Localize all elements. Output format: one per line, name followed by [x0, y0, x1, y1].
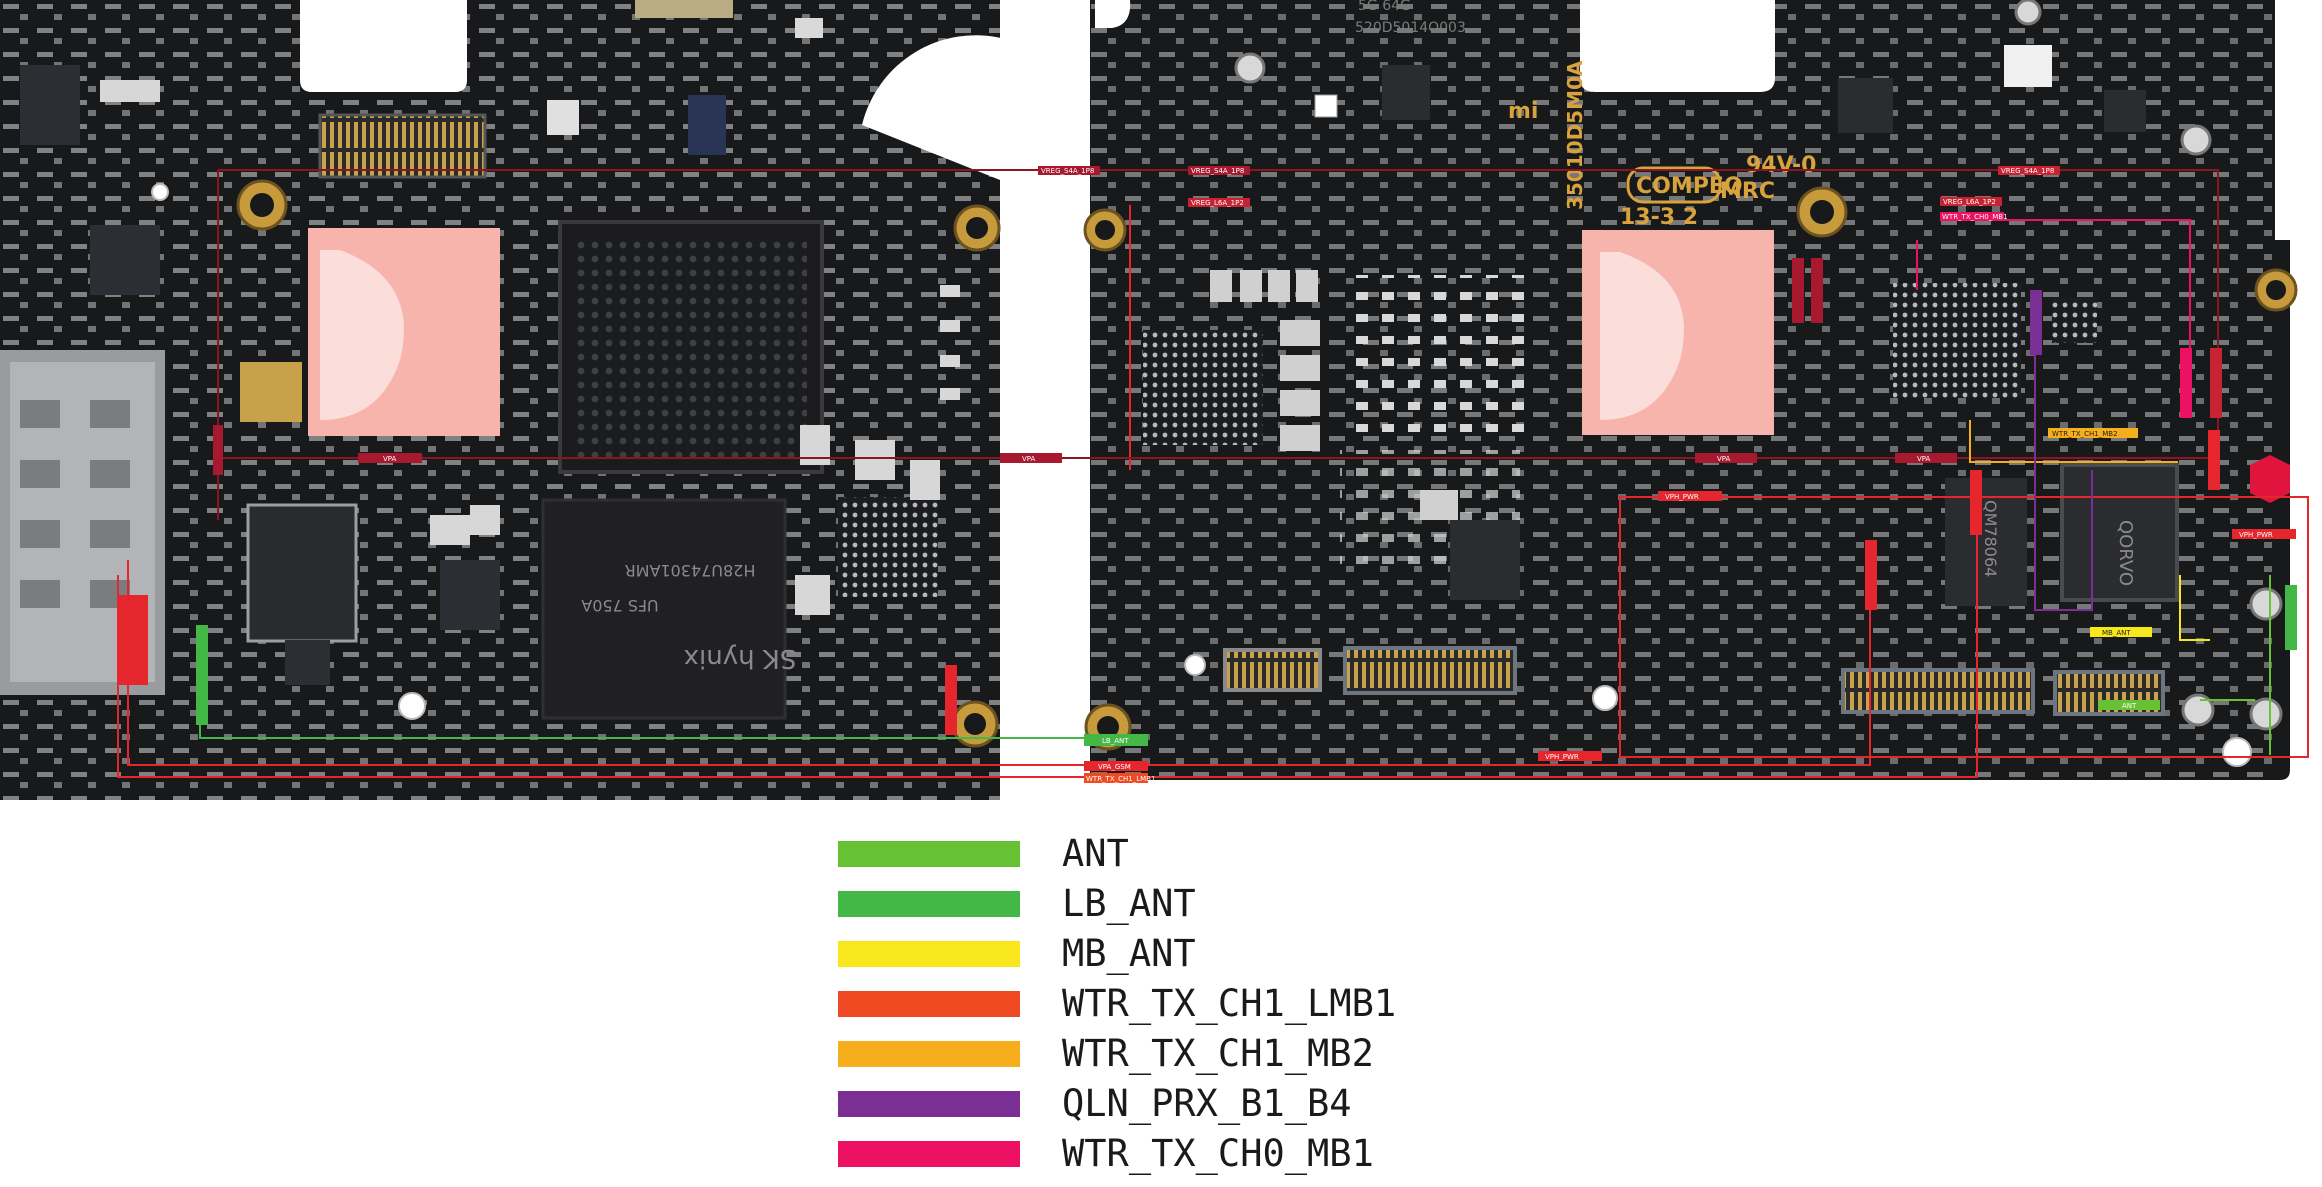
pa-chip-right: [2060, 463, 2179, 602]
trace-ant: [2200, 575, 2271, 755]
net-label-vpa-gsm: VPA_GSM: [1098, 763, 1131, 771]
legend-label-lb-ant: LB_ANT: [1062, 882, 1196, 925]
transceiver-chip: [246, 503, 358, 643]
legend-item-wtr-tx-ch1-mb2: WTR_TX_CH1_MB2: [838, 1032, 1638, 1075]
memory-chip: [541, 498, 787, 720]
trace-wtr-tx-ch1-mb2: [1969, 420, 2178, 463]
legend-label-qln-prx-b1-b4: QLN_PRX_B1_B4: [1062, 1082, 1352, 1125]
silk-mi: mi: [1508, 99, 1538, 124]
legend-item-wtr-tx-ch1-lmb1: WTR_TX_CH1_LMB1: [838, 982, 1638, 1025]
net-label-ant: ANT: [2122, 702, 2137, 710]
net-label-vph-pwr-c: VPH_PWR: [1545, 753, 1579, 761]
net-label-vreg-l6a-1p2: VREG_L6A_1P2: [1191, 199, 1244, 207]
silk-rom: 5G 64G: [1358, 0, 1411, 14]
connector-center-left: [1223, 648, 1322, 692]
legend-swatch-ant: [838, 841, 1020, 867]
net-label-vph-pwr-b: VPH_PWR: [2239, 531, 2273, 539]
net-label-vpa-d: VPA: [1917, 455, 1931, 463]
silk-compeq: COMPEQ: [1636, 174, 1743, 199]
net-label-vreg-s4a-1p8-b: VREG_S4A_1P8: [1191, 167, 1244, 175]
legend-label-wtr-tx-ch1-mb2: WTR_TX_CH1_MB2: [1062, 1032, 1374, 1075]
silk-serial: 520D5014O003: [1355, 20, 1466, 36]
legend-swatch-lb-ant: [838, 891, 1020, 917]
trace-qln-prx: [2034, 290, 2093, 611]
net-label-vph-pwr-a: VPH_PWR: [1665, 493, 1699, 501]
silk-mrc: MRC: [1720, 179, 1775, 204]
memory-chip-code: H28U74301AMR: [625, 561, 756, 580]
legend-swatch-mb-ant: [838, 941, 1020, 967]
net-label-vreg-l6a-1p2-b: VREG_L6A_1P2: [1943, 198, 1996, 206]
legend-item-ant: ANT: [838, 832, 1638, 875]
silk-part: 35010D5M0A: [1563, 60, 1587, 210]
memory-chip-code-2: UFS 750A: [581, 596, 658, 615]
net-label-vreg-s4a-1p8-a: VREG_S4A_1P8: [1041, 167, 1094, 175]
legend-swatch-wtr-tx-ch1-mb2: [838, 1041, 1020, 1067]
legend-label-wtr-tx-ch1-lmb1: WTR_TX_CH1_LMB1: [1062, 982, 1397, 1025]
trace-vph-pwr: [1619, 496, 2309, 758]
right-board: 5G 64G 520D5014O003 mi 35010D5M0A COMPEQ…: [1083, 0, 2298, 780]
center-notch: [862, 35, 1094, 800]
legend-item-wtr-tx-ch0-mb1: WTR_TX_CH0_MB1: [838, 1132, 1638, 1175]
right-top-notch: [1095, 0, 1131, 28]
legend-swatch-wtr-tx-ch0-mb1: [838, 1141, 1020, 1167]
legend-item-qln-prx-b1-b4: QLN_PRX_B1_B4: [838, 1082, 1638, 1125]
legend-item-lb-ant: LB_ANT: [838, 882, 1638, 925]
net-label-wtr-tx-ch1-lmb1: WTR_TX_CH1_LMB1: [1086, 775, 1155, 783]
silk-rating: 94V-0: [1746, 153, 1816, 178]
memory-chip-brand: SK hynix: [684, 643, 797, 673]
legend-label-mb-ant: MB_ANT: [1062, 932, 1196, 975]
net-label-vpa-b: VPA: [1022, 455, 1036, 463]
pa-chip-left: [1945, 478, 2027, 606]
trace-wtr-tx-ch0-mb1: [1940, 219, 2191, 350]
legend-item-mb-ant: MB_ANT: [838, 932, 1638, 975]
pmic-bga-left: [838, 497, 938, 597]
rf-connectors: [1234, 0, 2283, 731]
connector-right-a: [1841, 668, 2035, 714]
net-label-vpa-a: VPA: [383, 455, 397, 463]
net-label-tags: VREG_S4A_1P8 VREG_S4A_1P8 VREG_L6A_1P2 V…: [358, 166, 2296, 783]
net-label-wtr-tx-ch0-mb1: WTR_TX_CH0_MB1: [1942, 213, 2008, 221]
net-label-vreg-s4a-1p8-c: VREG_S4A_1P8: [2001, 167, 2054, 175]
pcb-board-diagram: SK hynix H28U74301AMR UFS 750A: [0, 0, 2309, 800]
vertical-net-tags: [118, 258, 2297, 735]
pa-chip-right-marking: QORVO: [2115, 520, 2136, 586]
legend-swatch-wtr-tx-ch1-lmb1: [838, 991, 1020, 1017]
net-label-vpa-c: VPA: [1717, 455, 1731, 463]
net-label-mb-ant: MB_ANT: [2102, 629, 2131, 637]
legend-swatch-qln-prx-b1-b4: [838, 1091, 1020, 1117]
right-top-cutout: [1580, 0, 1775, 92]
bga-chip-right: [1893, 283, 2021, 398]
legend-label-ant: ANT: [1062, 832, 1129, 875]
trace-mb-ant: [2179, 575, 2210, 641]
connector-center: [1343, 646, 1517, 695]
silk-date: 13-3 2: [1620, 205, 1698, 230]
net-label-wtr-tx-ch1-mb2: WTR_TX_CH1_MB2: [2052, 430, 2118, 438]
net-label-lb-ant: LB_ANT: [1102, 737, 1129, 745]
test-point-marker: [2250, 455, 2290, 503]
top-connector-left: [318, 113, 487, 179]
bga-chip-center: [1143, 330, 1263, 445]
legend-label-wtr-tx-ch0-mb1: WTR_TX_CH0_MB1: [1062, 1132, 1374, 1175]
left-top-cutout: [300, 0, 467, 92]
pa-chip-marking: QM78064: [1981, 500, 2000, 577]
left-board: SK hynix H28U74301AMR UFS 750A: [0, 0, 1207, 800]
